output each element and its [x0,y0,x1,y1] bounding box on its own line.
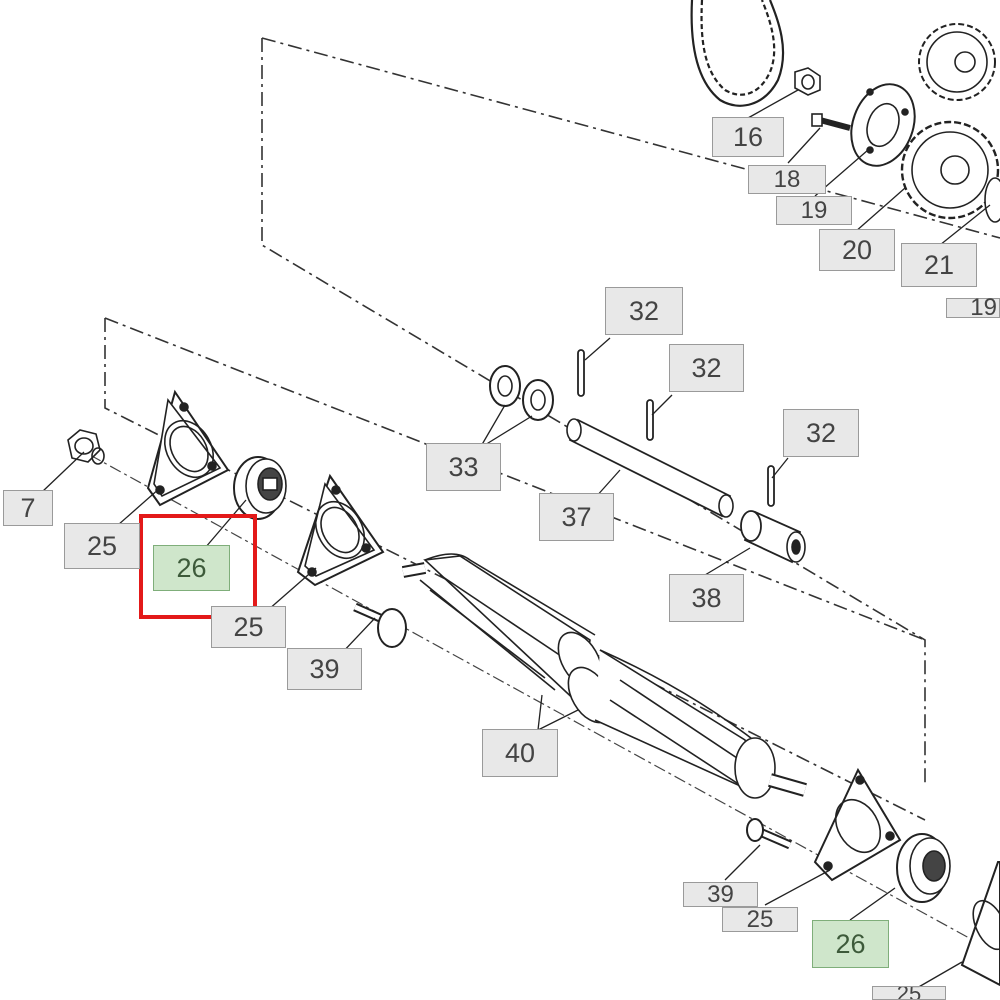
flange-25-second [296,473,385,587]
washers-33 [489,365,554,421]
pins-32 [577,349,775,507]
flange-25-right [813,767,902,882]
bolt-18 [811,113,851,131]
callout-18[interactable]: 18 [748,165,826,194]
bolt-39-right [746,818,792,850]
callout-19[interactable]: 19 [776,196,852,225]
sprocket-small [918,23,996,101]
callout-26-left[interactable]: 26 [153,545,230,591]
callout-25-left[interactable]: 25 [64,523,140,569]
bearing-26-right [896,833,951,903]
callout-25-right[interactable]: 25 [722,906,798,933]
flange-19 [850,83,916,167]
callout-19-edge[interactable]: 19 [946,294,1000,321]
callout-38[interactable]: 38 [669,574,744,622]
callout-32-top[interactable]: 32 [605,287,683,335]
shaft-37 [566,418,734,518]
sleeve-38 [740,510,806,564]
callout-32-middle[interactable]: 32 [669,344,744,392]
callout-39-right[interactable]: 39 [683,881,758,908]
callout-25-second[interactable]: 25 [211,606,286,648]
callout-40[interactable]: 40 [482,729,558,777]
callout-7[interactable]: 7 [3,490,53,526]
flange-25-far-right [960,861,1000,987]
callout-39-left[interactable]: 39 [287,648,362,690]
nut-16 [794,67,821,96]
callout-20[interactable]: 20 [819,229,895,271]
callout-26-right[interactable]: 26 [812,920,889,968]
callout-32-right[interactable]: 32 [783,409,859,457]
hub-21 [984,177,1000,223]
roller-40 [401,553,807,799]
callout-37[interactable]: 37 [539,493,614,541]
bearing-26-left [233,456,287,520]
callout-25-bottom[interactable]: 25 [872,986,946,1000]
chain [690,0,785,107]
assembly-boundary-lower [104,318,926,821]
nut-7 [67,429,105,465]
bolt-39-left [353,602,407,648]
selection-box [139,514,257,619]
callout-33[interactable]: 33 [426,443,501,491]
sprocket-20 [900,120,1000,220]
callout-16[interactable]: 16 [712,117,784,157]
callout-21[interactable]: 21 [901,243,977,287]
flange-25-left [146,389,230,507]
